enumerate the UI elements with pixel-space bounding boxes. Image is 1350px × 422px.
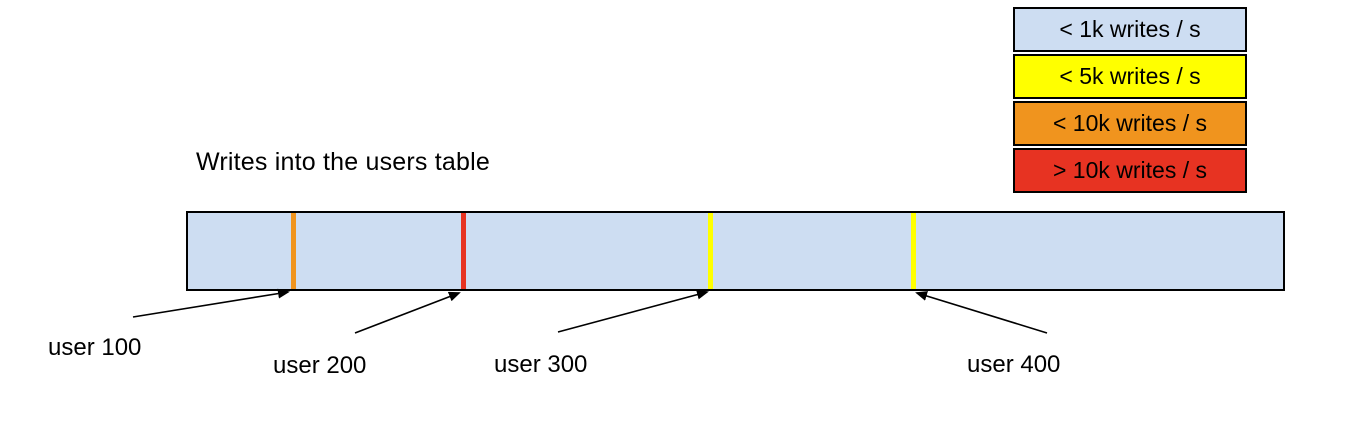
callout-label-user-300: user 300	[494, 351, 588, 378]
callout-label-user-400: user 400	[967, 351, 1061, 378]
diagram-title: Writes into the users table	[196, 148, 490, 176]
bar-marker-user-100	[291, 213, 296, 289]
callout-label-user-100: user 100	[48, 334, 142, 361]
arrow-user-100	[132, 288, 290, 318]
legend-item-lt-5k: < 5k writes / s	[1013, 54, 1247, 99]
arrow-user-400	[915, 291, 1048, 334]
users-table-bar	[186, 211, 1285, 291]
arrow-user-200	[354, 291, 461, 334]
legend-item-gt-10k: > 10k writes / s	[1013, 148, 1247, 193]
bar-marker-user-300	[708, 213, 713, 289]
callout-label-user-200: user 200	[273, 352, 367, 379]
legend-item-lt-1k: < 1k writes / s	[1013, 7, 1247, 52]
bar-marker-user-200	[461, 213, 466, 289]
arrow-user-300	[557, 289, 709, 333]
legend-item-lt-10k: < 10k writes / s	[1013, 101, 1247, 146]
bar-marker-user-400	[911, 213, 916, 289]
legend: < 1k writes / s < 5k writes / s < 10k wr…	[1013, 7, 1247, 193]
